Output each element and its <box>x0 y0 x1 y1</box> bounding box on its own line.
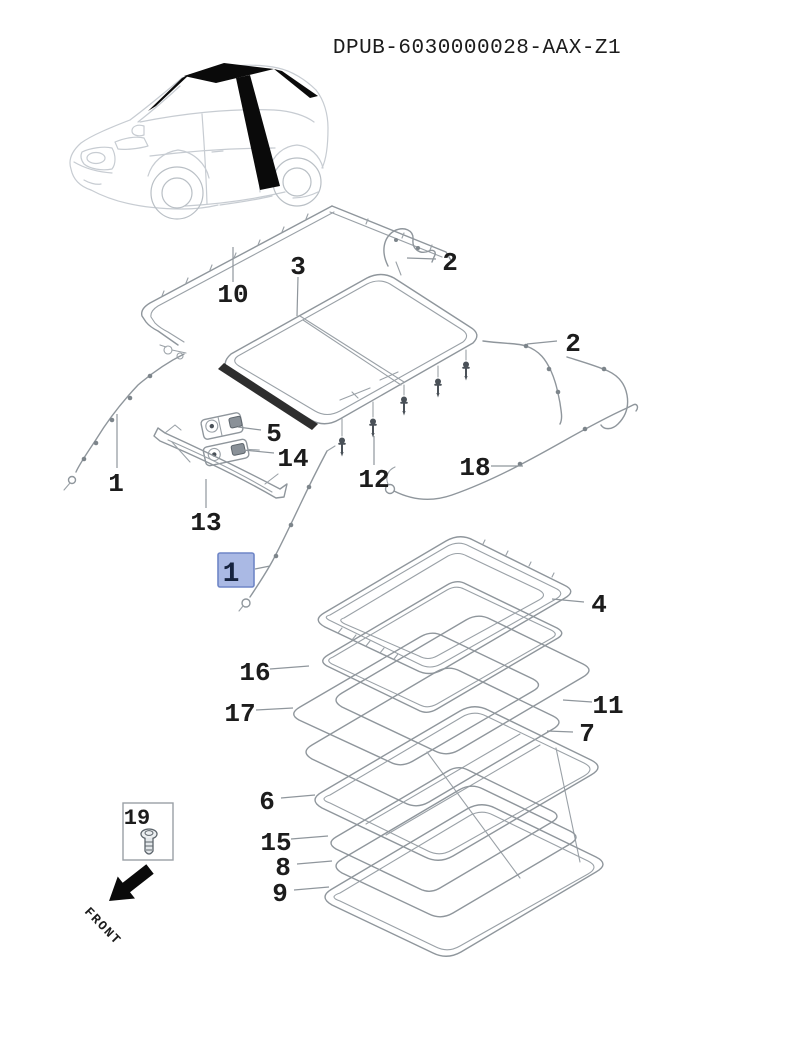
part-number[interactable]: 10 <box>217 280 248 310</box>
drain-hose-lower-part2 <box>482 340 629 430</box>
car-thumbnail <box>69 63 329 220</box>
part-number[interactable]: 17 <box>224 699 255 729</box>
part-number[interactable]: 9 <box>272 879 288 909</box>
part-callout-1-selected[interactable]: 1 <box>217 552 271 590</box>
roof-rail-part10 <box>140 205 453 360</box>
leader-line <box>269 665 310 670</box>
leader-line <box>406 257 437 260</box>
leader-line <box>296 860 333 865</box>
part-19-legend-box[interactable]: 19 <box>122 802 174 861</box>
sunroof-highlight <box>148 63 318 190</box>
part-callout-5[interactable]: 5 <box>237 419 282 449</box>
screws-part12 <box>338 349 470 458</box>
seal-ring-part16 <box>322 581 563 713</box>
front-arrow-icon <box>109 864 154 902</box>
leader-line <box>290 835 329 840</box>
leader-line <box>237 426 262 431</box>
selection-highlight[interactable] <box>217 552 255 588</box>
leader-line <box>293 886 330 891</box>
part-callout-8[interactable]: 8 <box>275 853 333 883</box>
leader-line <box>526 340 558 345</box>
part-number[interactable]: 16 <box>239 658 270 688</box>
part-callout-3[interactable]: 3 <box>290 252 306 317</box>
part-number[interactable]: 18 <box>459 453 490 483</box>
leader-line <box>562 699 593 703</box>
part-callout-1-left[interactable]: 1 <box>108 414 124 499</box>
part-callout-7[interactable]: 7 <box>546 719 595 749</box>
screw-icon <box>140 828 158 855</box>
part-number[interactable]: 15 <box>260 828 291 858</box>
leader-line <box>296 276 299 317</box>
part-callout-18[interactable]: 18 <box>459 453 523 483</box>
part-number[interactable]: 8 <box>275 853 291 883</box>
part-number[interactable]: 5 <box>266 419 282 449</box>
leader-line <box>546 730 574 733</box>
part-callout-6[interactable]: 6 <box>259 787 316 817</box>
leader-line <box>551 598 585 603</box>
wind-deflector-part13 <box>153 424 288 499</box>
part-number[interactable]: 2 <box>442 248 458 278</box>
layer-part11 <box>335 615 590 879</box>
part-number[interactable]: 19 <box>124 806 150 831</box>
drain-hose-upper-part2 <box>383 228 436 276</box>
part-callout-9[interactable]: 9 <box>272 879 330 909</box>
leader-line <box>254 565 271 570</box>
part-number[interactable]: 2 <box>565 329 581 359</box>
part-number[interactable]: 11 <box>592 691 623 721</box>
part-callout-12[interactable]: 12 <box>358 436 390 495</box>
part-callout-15[interactable]: 15 <box>260 828 329 858</box>
drain-hose-left-part1 <box>63 353 185 491</box>
shade-panel-part6 <box>314 706 599 861</box>
part-number[interactable]: 6 <box>259 787 275 817</box>
front-label: FRONT <box>81 904 124 948</box>
leader-line <box>242 449 275 454</box>
part-number[interactable]: 1 <box>108 469 124 499</box>
leader-line <box>255 707 294 711</box>
part-callout-16[interactable]: 16 <box>239 658 310 688</box>
part-callout-13[interactable]: 13 <box>190 479 222 538</box>
part-number[interactable]: 13 <box>190 508 221 538</box>
drain-hose-rear-part18 <box>384 403 639 500</box>
part-callout-2-lower[interactable]: 2 <box>526 329 581 359</box>
part-callout-14[interactable]: 14 <box>242 444 309 474</box>
layer-part7 <box>305 667 560 807</box>
seal-ring-part17 <box>293 632 540 766</box>
leader-line <box>280 794 316 799</box>
front-indicator: FRONT <box>81 864 154 948</box>
part-callout-10[interactable]: 10 <box>217 247 249 310</box>
part-callout-11[interactable]: 11 <box>562 691 624 721</box>
part-number[interactable]: 14 <box>277 444 308 474</box>
part-callout-2-upper[interactable]: 2 <box>406 248 458 278</box>
part-number[interactable]: 4 <box>591 590 607 620</box>
part-number[interactable]: 7 <box>579 719 595 749</box>
glass-panel-part3 <box>218 273 478 430</box>
part-callout-4[interactable]: 4 <box>551 590 607 620</box>
drain-hose-front-right-part1 <box>238 445 336 612</box>
part-number[interactable]: 1 <box>223 559 240 590</box>
part-number[interactable]: 12 <box>358 465 389 495</box>
page-title: DPUB-6030000028-AAX-Z1 <box>333 37 621 60</box>
bottom-panel-part9 <box>324 804 604 957</box>
part-callout-17[interactable]: 17 <box>224 699 294 729</box>
part-number[interactable]: 3 <box>290 252 306 282</box>
sunroof-motor-part5 <box>200 412 244 440</box>
